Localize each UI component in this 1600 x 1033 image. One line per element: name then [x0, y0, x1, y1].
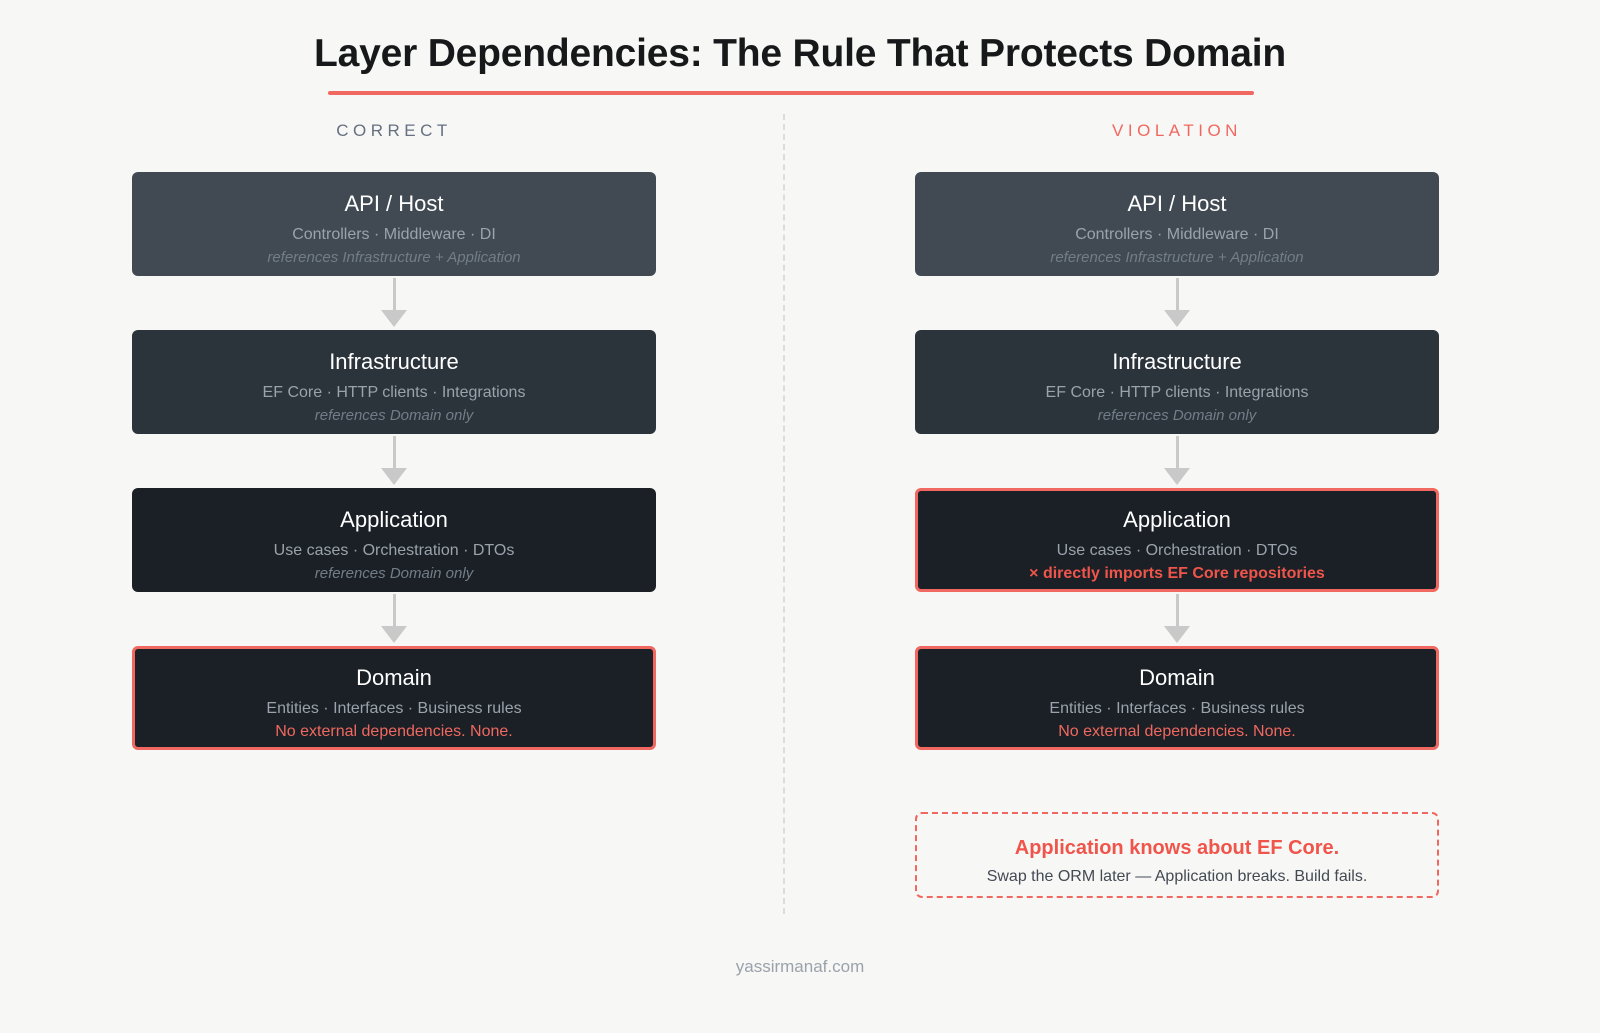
layer-title: Infrastructure — [1112, 349, 1242, 374]
arrow-head — [381, 468, 407, 485]
layer-box-infrastructure: Infrastructure EF Core · HTTP clients · … — [915, 330, 1439, 434]
layer-title: Domain — [356, 665, 432, 690]
column-divider — [783, 114, 785, 914]
layer-box-infrastructure: Infrastructure EF Core · HTTP clients · … — [132, 330, 656, 434]
dependency-arrow-icon — [915, 434, 1439, 488]
layer-note: references Infrastructure + Application — [267, 249, 521, 266]
layer-title: API / Host — [344, 191, 444, 216]
column-heading-violation: VIOLATION — [1112, 121, 1242, 140]
arrow-shaft — [393, 278, 396, 314]
layer-note: No external dependencies. None. — [1058, 723, 1296, 740]
layer-subtitle: Use cases · Orchestration · DTOs — [273, 542, 515, 559]
layer-title: API / Host — [1127, 191, 1227, 216]
dependency-arrow-icon — [915, 276, 1439, 330]
layer-title: Application — [1123, 507, 1231, 532]
layer-box-application: Application Use cases · Orchestration · … — [132, 488, 656, 592]
page-title: Layer Dependencies: The Rule That Protec… — [314, 32, 1286, 75]
arrow-head — [381, 626, 407, 643]
layer-title: Domain — [1139, 665, 1215, 690]
layer-title: Infrastructure — [329, 349, 459, 374]
arrow-shaft — [393, 436, 396, 472]
layer-subtitle: Controllers · Middleware · DI — [1075, 226, 1279, 243]
arrow-head — [1164, 310, 1190, 327]
dependency-arrow-icon — [132, 434, 656, 488]
layer-note: references Domain only — [314, 407, 474, 424]
arrow-shaft — [1176, 436, 1179, 472]
column-violation: VIOLATION API / Host Controllers · Middl… — [915, 120, 1439, 898]
layer-box-application: Application Use cases · Orchestration · … — [915, 488, 1439, 592]
violation-callout: Application knows about EF Core. Swap th… — [915, 812, 1439, 898]
layer-title: Application — [340, 507, 448, 532]
layer-subtitle: Entities · Interfaces · Business rules — [1049, 700, 1305, 717]
layer-note: references Infrastructure + Application — [1050, 249, 1304, 266]
arrow-head — [1164, 626, 1190, 643]
dependency-arrow-icon — [132, 276, 656, 330]
dependency-arrow-icon — [132, 592, 656, 646]
layer-subtitle: Use cases · Orchestration · DTOs — [1056, 542, 1298, 559]
title-underline — [328, 91, 1254, 95]
arrow-shaft — [393, 594, 396, 630]
dependency-arrow-icon — [915, 592, 1439, 646]
column-heading-correct: CORRECT — [336, 121, 452, 140]
layer-box-api-host: API / Host Controllers · Middleware · DI… — [915, 172, 1439, 276]
arrow-shaft — [1176, 278, 1179, 314]
footer-credit: yassirmanaf.com — [735, 957, 865, 976]
layer-box-domain: Domain Entities · Interfaces · Business … — [915, 646, 1439, 750]
layer-violation-note: × directly imports EF Core repositories — [1029, 565, 1325, 582]
layer-box-domain: Domain Entities · Interfaces · Business … — [132, 646, 656, 750]
column-correct: CORRECT API / Host Controllers · Middlew… — [132, 120, 656, 750]
arrow-shaft — [1176, 594, 1179, 630]
layer-note: references Domain only — [314, 565, 474, 582]
arrow-head — [1164, 468, 1190, 485]
layer-box-api-host: API / Host Controllers · Middleware · DI… — [132, 172, 656, 276]
layer-note: No external dependencies. None. — [275, 723, 513, 740]
page-header: Layer Dependencies: The Rule That Protec… — [0, 32, 1600, 77]
layer-subtitle: Controllers · Middleware · DI — [292, 226, 496, 243]
layer-note: references Domain only — [1097, 407, 1257, 424]
layer-subtitle: EF Core · HTTP clients · Integrations — [262, 384, 526, 401]
callout-title: Application knows about EF Core. — [1014, 837, 1340, 859]
arrow-head — [381, 310, 407, 327]
callout-body: Swap the ORM later — Application breaks.… — [986, 868, 1368, 885]
layer-subtitle: EF Core · HTTP clients · Integrations — [1045, 384, 1309, 401]
layer-subtitle: Entities · Interfaces · Business rules — [266, 700, 522, 717]
